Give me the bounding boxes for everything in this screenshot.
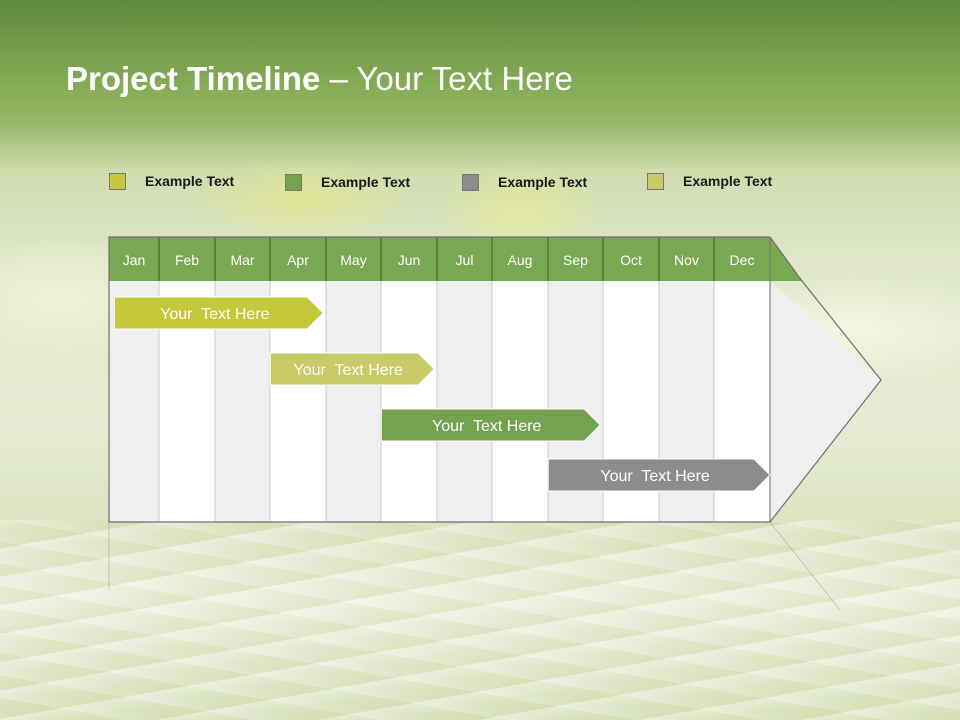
task-bar: Your Text Here	[380, 408, 601, 442]
task-bar: Your Text Here	[114, 296, 324, 330]
month-column	[326, 281, 381, 522]
month-column	[381, 281, 437, 522]
legend-swatch-4	[647, 172, 664, 190]
month-label: Apr	[287, 252, 309, 268]
month-label: Dec	[730, 252, 755, 268]
page-title: Project Timeline – Your Text Here	[66, 60, 573, 98]
month-column	[492, 281, 548, 522]
task-bar-label: Your Text Here	[160, 306, 270, 323]
legend-label-3: Example Text	[498, 174, 588, 190]
task-bar-shape	[114, 296, 324, 330]
month-label: Aug	[508, 252, 533, 268]
legend-item-4: Example Text	[647, 171, 772, 191]
task-bar: Your Text Here	[547, 458, 771, 492]
legend-swatch-2	[285, 173, 302, 191]
month-label: Oct	[620, 252, 642, 268]
month-label: Jun	[398, 252, 421, 268]
month-header: Jan Feb Mar Apr May Jun Jul Aug Sep Oct Nov Dec	[109, 237, 802, 281]
month-label: Jan	[123, 252, 146, 268]
legend-label-1: Example Text	[145, 173, 235, 189]
task-bar-shape	[269, 352, 435, 386]
legend-item-3: Example Text	[462, 172, 587, 192]
legend-item-2: Example Text	[285, 172, 410, 192]
task-bar: Your Text Here	[269, 352, 435, 386]
task-bar-label: Your Text Here	[294, 362, 404, 379]
chart-reflection	[108, 521, 841, 611]
title-bold: Project Timeline	[66, 60, 321, 97]
task-bar-shape	[547, 458, 771, 492]
task-bar-label: Your Text Here	[600, 468, 710, 485]
title-rest: – Your Text Here	[320, 60, 573, 97]
legend-swatch-3	[462, 173, 479, 191]
legend-label-2: Example Text	[321, 174, 411, 190]
month-label: Sep	[563, 252, 588, 268]
legend-item-1: Example Text	[109, 171, 234, 191]
header-band	[109, 237, 770, 281]
task-bar-label: Your Text Here	[432, 418, 542, 435]
reflection-lines	[108, 521, 841, 611]
month-label: Feb	[175, 252, 199, 268]
month-label: Mar	[230, 252, 254, 268]
legend-swatch-1	[109, 172, 126, 190]
task-bar-shape	[380, 408, 601, 442]
month-label: May	[340, 252, 366, 268]
month-column	[437, 281, 492, 522]
water-background	[0, 520, 960, 720]
arrow-tip	[770, 281, 881, 522]
month-label: Jul	[456, 252, 474, 268]
legend-label-4: Example Text	[683, 173, 773, 189]
month-label: Nov	[674, 252, 699, 268]
